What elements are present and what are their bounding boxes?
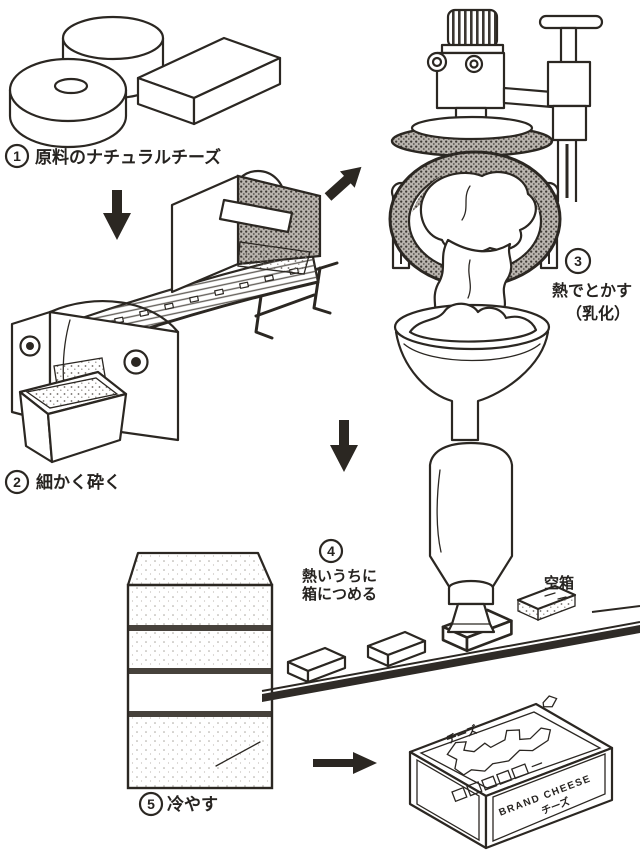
box-map-art	[446, 695, 558, 776]
step3-number-circle	[564, 247, 592, 275]
finished-cheese-box: チーズ BRAND CHEESE チーズ	[408, 695, 614, 850]
step1-number: 1	[13, 148, 21, 164]
cooling-cabinet	[126, 551, 274, 790]
feed-hopper	[170, 169, 322, 294]
box-brand-blocks	[451, 762, 543, 803]
packing-conveyor	[261, 584, 640, 702]
natural-cheese-shapes	[8, 15, 282, 149]
filler-tank	[428, 441, 514, 634]
arrow-diagonal-up	[324, 166, 362, 201]
step4-number: 4	[327, 543, 335, 559]
molten-cheese-blob	[419, 171, 537, 255]
step3-caption-line1: 熱でとかす	[552, 281, 632, 300]
motor-bolt-right	[464, 54, 484, 74]
step5-caption: 冷やす	[167, 794, 218, 814]
stirrer-arm	[502, 86, 554, 109]
cheese-wheel-hole	[53, 77, 89, 95]
step4-number-circle	[318, 538, 344, 564]
stirrer-motor	[426, 8, 506, 127]
step3-label: 3 熱でとかす （乳化）	[552, 247, 632, 323]
motor-cap	[446, 8, 499, 49]
step1-caption: 原料のナチュラルチーズ	[35, 147, 221, 167]
valve-handle	[538, 14, 604, 30]
funnel	[393, 302, 551, 442]
step4-label: 4 熱いうちに 箱につめる	[302, 538, 377, 603]
cheese-cylinder-top	[61, 15, 165, 61]
step3-caption-line2: （乳化）	[566, 304, 630, 323]
arrow-down-1	[103, 190, 131, 240]
step1-label: 1 原料のナチュラルチーズ	[4, 143, 221, 169]
valve-body	[546, 60, 592, 108]
arrow-down-2	[330, 420, 358, 472]
step4-caption-line1: 熱いうちに	[302, 567, 377, 585]
step2-caption: 細かく砕く	[36, 472, 121, 492]
step5-label: 5 冷やす	[138, 791, 218, 817]
product-box-front	[484, 746, 614, 850]
step1-number-circle	[4, 143, 30, 169]
filler-valve	[538, 14, 604, 202]
step2-number-circle	[4, 469, 30, 495]
step5-number: 5	[147, 796, 155, 812]
step5-number-circle	[138, 791, 164, 817]
cheese-in-funnel	[408, 302, 538, 343]
arrow-right	[313, 752, 377, 774]
cheese-block	[136, 36, 282, 126]
step2-label: 2 細かく砕く	[4, 469, 121, 495]
filling-nozzle	[446, 602, 496, 634]
kettle-lid	[390, 115, 554, 158]
box-on-belt-2	[366, 630, 427, 668]
step2-number: 2	[13, 474, 21, 490]
empty-box-label: 空箱	[544, 574, 574, 592]
step4-caption-line2: 箱につめる	[302, 585, 377, 603]
conveyor-belt	[262, 625, 640, 702]
empty-box	[516, 584, 577, 622]
output-bin	[18, 370, 128, 464]
motor-bolt-left	[426, 51, 448, 73]
crusher-machine	[10, 169, 339, 464]
step3-number: 3	[574, 253, 582, 269]
